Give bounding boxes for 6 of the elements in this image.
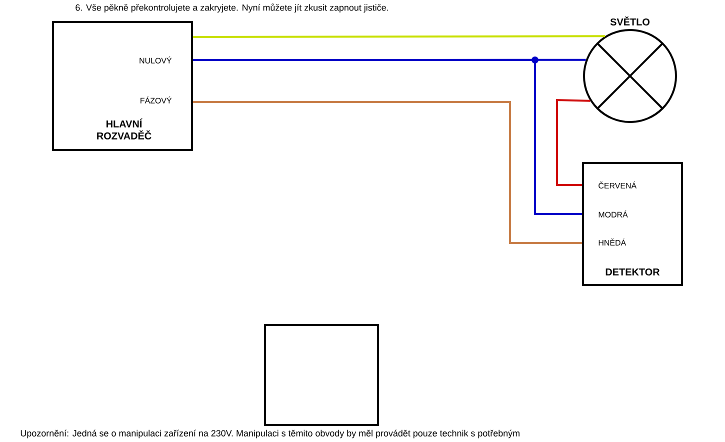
empty-box bbox=[264, 324, 379, 426]
label: 6. Vše pěkně překontrolujete a zakryjete. Nyní můžete jít zkusit zapnout jističe. bbox=[76, 3, 388, 13]
wire bbox=[556, 98, 590, 186]
wire bbox=[193, 100, 582, 244]
wire bbox=[193, 35, 606, 38]
wire bbox=[193, 59, 582, 215]
